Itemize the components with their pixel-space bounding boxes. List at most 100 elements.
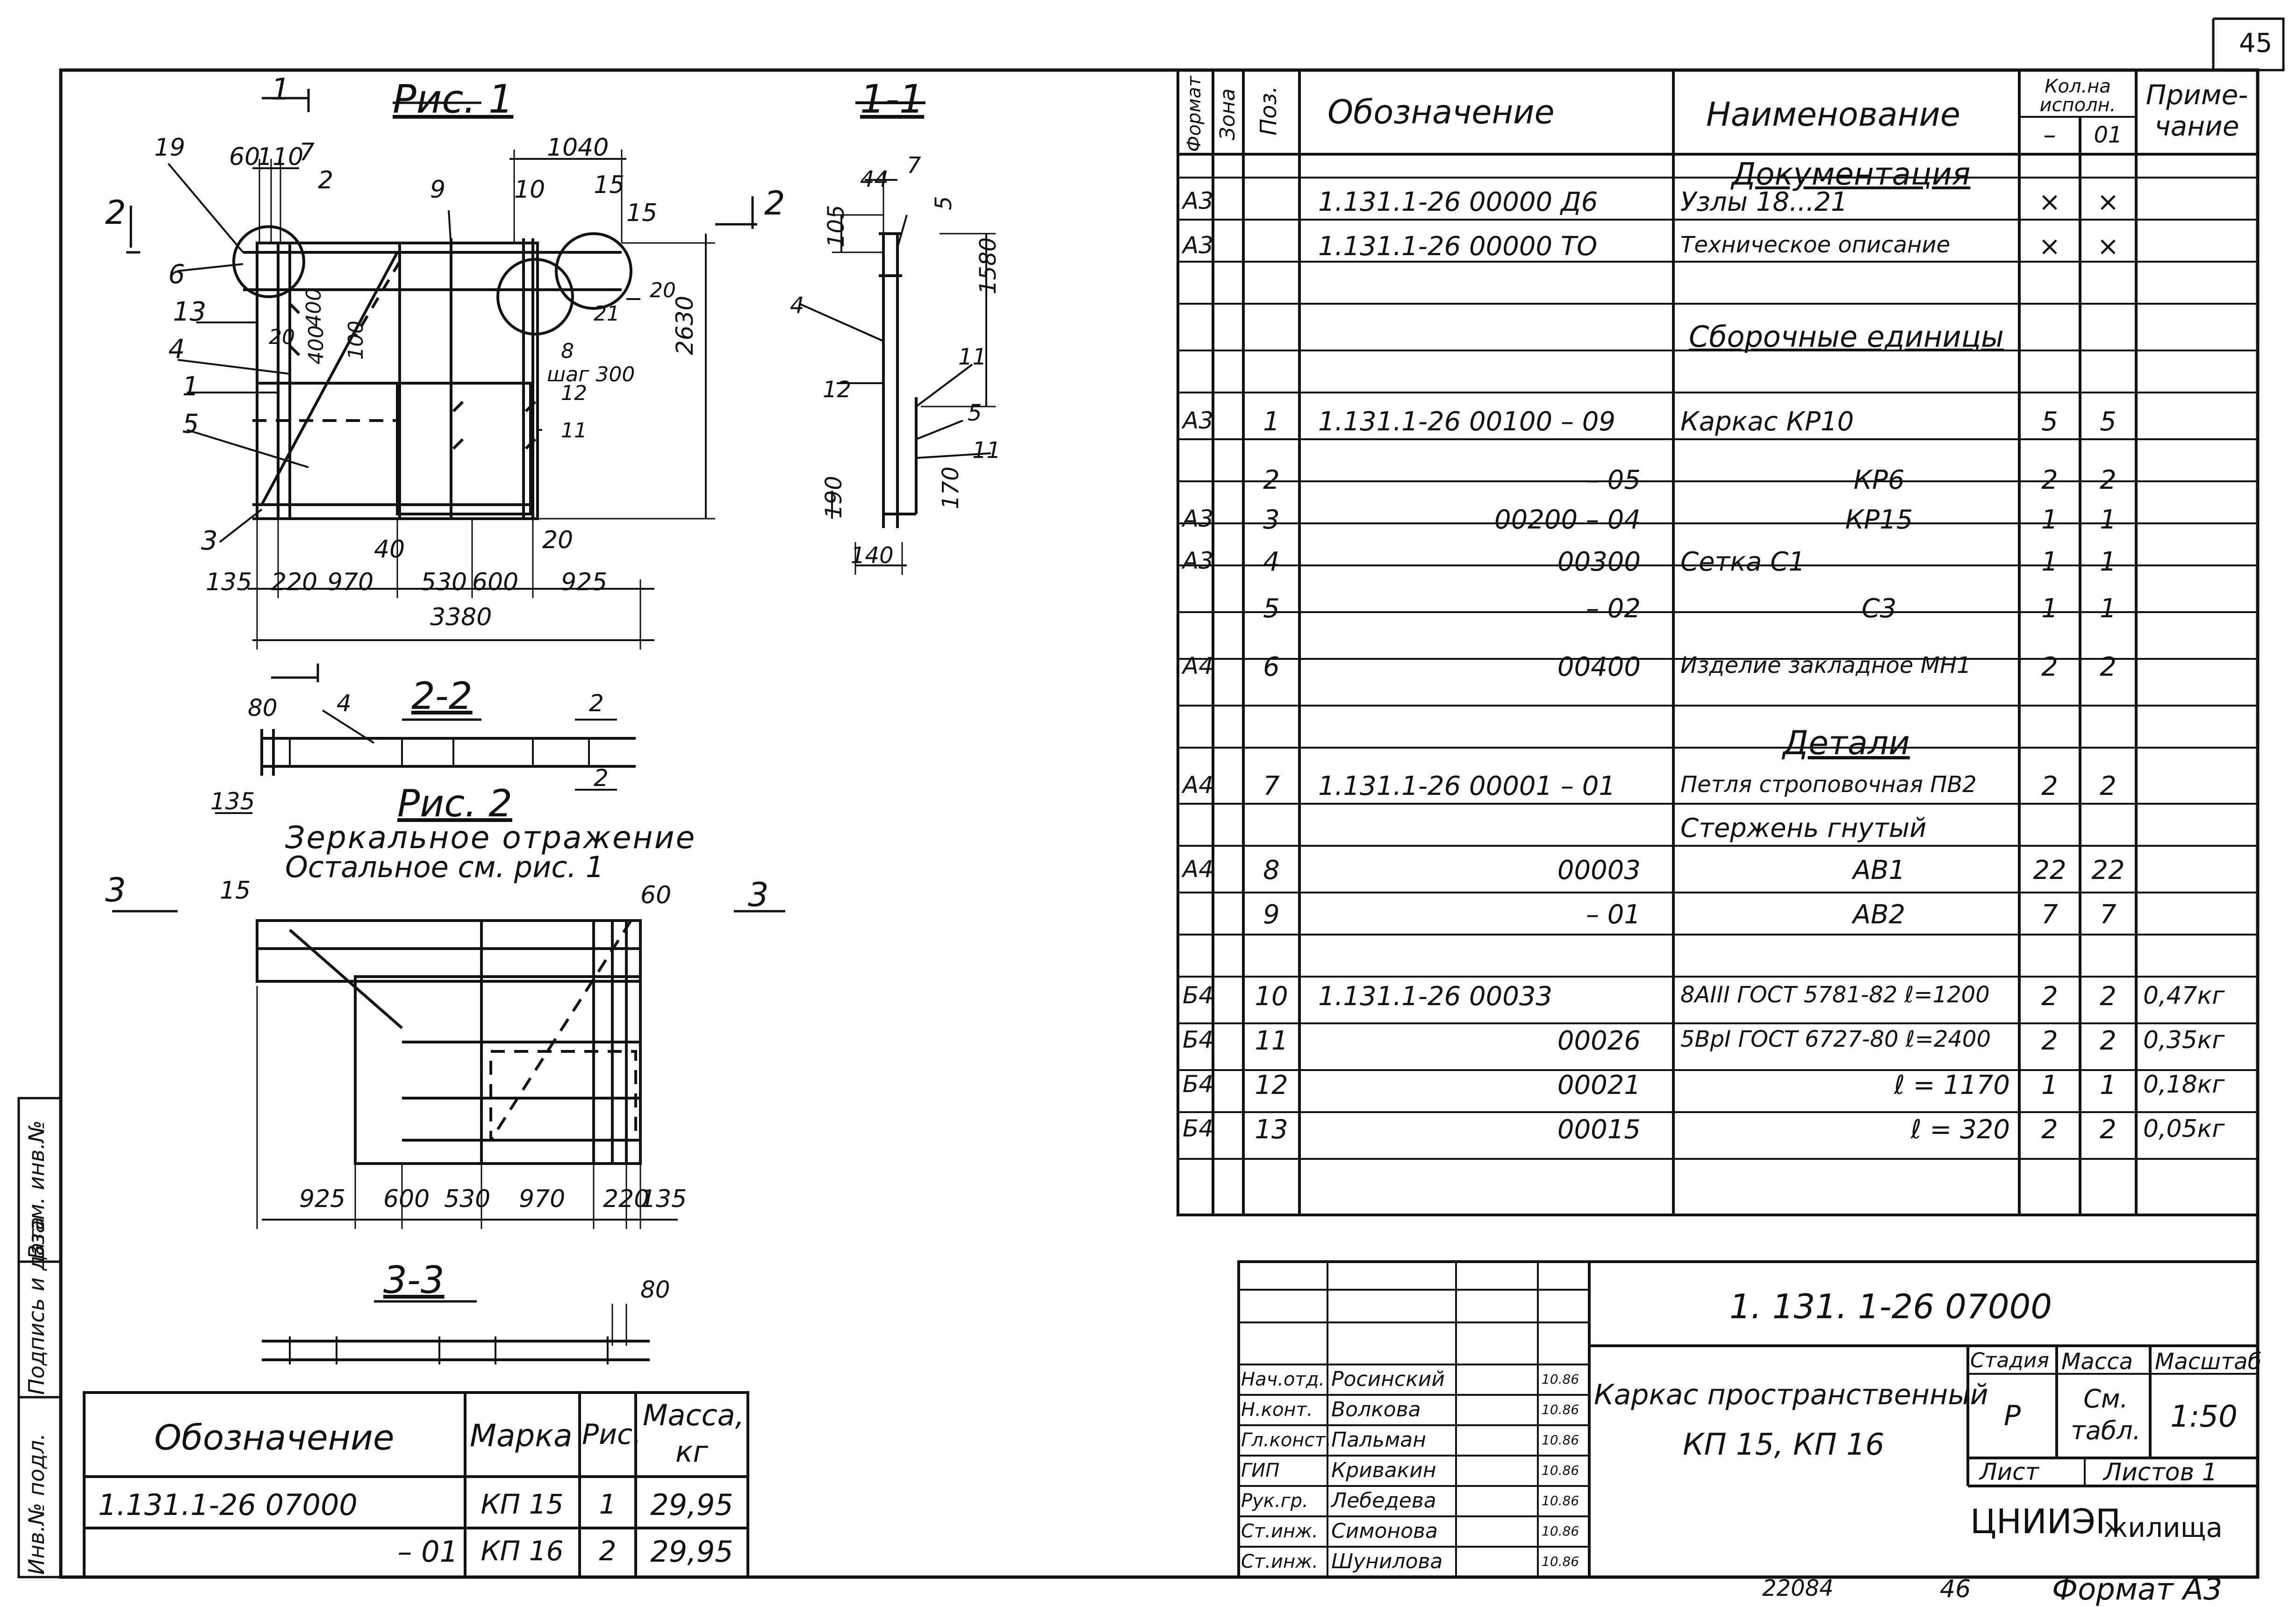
spec-cell-note: 0,18кг xyxy=(2143,1071,2225,1099)
cut-mark-3-left: 3 xyxy=(105,871,126,909)
title-block-stage-header: Стадия xyxy=(1970,1349,2049,1372)
fig1-dim-top: 110 xyxy=(257,143,304,171)
spec-cell-designation: – 05 xyxy=(1586,465,1641,495)
title-block-date: 10.86 xyxy=(1542,1493,1579,1508)
fig1-drawing xyxy=(126,89,757,650)
title-block-date: 10.86 xyxy=(1542,1402,1579,1417)
mirror-note-2: Остальное см. рис. 1 xyxy=(285,850,604,884)
spec-cell-qty-b: × xyxy=(2097,231,2119,262)
spec-cell-name: Петля строповочная ПВ2 xyxy=(1680,771,1977,798)
spec-cell-pos: 1 xyxy=(1263,407,1280,437)
section-1-1-drawing xyxy=(799,101,996,575)
section-1-1-dim: 12 xyxy=(823,377,852,403)
title-block-row-lines xyxy=(1239,1394,1589,1578)
title-block-title-1: Каркас пространственный xyxy=(1594,1378,1988,1411)
title-block-name: Кривакин xyxy=(1331,1458,1436,1482)
spec-cell-designation: 00021 xyxy=(1557,1070,1641,1100)
title-block-name: Пальман xyxy=(1331,1428,1427,1452)
fig2-dim: 970 xyxy=(519,1185,566,1213)
section-3-3-dim: 80 xyxy=(640,1276,670,1303)
title-block-date: 10.86 xyxy=(1542,1554,1579,1569)
sheet-code: 46 xyxy=(1940,1575,1971,1603)
fig2-dim: 925 xyxy=(299,1185,346,1213)
spec-cell-qty-b: 2 xyxy=(2100,981,2117,1012)
fig2-dim: 600 xyxy=(383,1185,430,1213)
spec-cell-qty-a: 2 xyxy=(2041,1114,2058,1145)
title-block-mass-header: Масса xyxy=(2061,1349,2133,1375)
fig2-dim: 60 xyxy=(640,881,672,909)
title-block-stage: Р xyxy=(2003,1400,2021,1432)
mass-cell-mass: 29,95 xyxy=(650,1535,733,1569)
spec-cell-pos: 3 xyxy=(1263,505,1280,535)
inventory-number: 22084 xyxy=(1762,1575,1834,1601)
spec-cell-pos: 10 xyxy=(1255,981,1288,1012)
spec-cell-pos: 9 xyxy=(1263,900,1280,930)
title-block-date: 10.86 xyxy=(1542,1432,1579,1448)
spec-cell-designation: 00003 xyxy=(1557,855,1641,886)
spec-cell-name: Изделие закладное МН1 xyxy=(1680,652,1971,679)
spec-cell-name: КР15 xyxy=(1845,505,1913,535)
spec-cell-qty-a: 7 xyxy=(2041,900,2058,930)
fig2-dim: 15 xyxy=(220,877,251,905)
sheet-number: 45 xyxy=(2239,28,2273,58)
spec-cell-pos: 4 xyxy=(1263,547,1280,577)
spec-cell-name: ℓ = 320 xyxy=(1910,1114,2010,1145)
section-2-2-title: 2-2 xyxy=(411,674,473,718)
fig1-dim-bottom: 530 xyxy=(421,568,467,596)
spec-cell-pos: 12 xyxy=(1255,1070,1288,1100)
section-2-2-drawing xyxy=(215,664,636,814)
section-2-2-dim: 4 xyxy=(337,690,352,717)
spec-cell-pos: 13 xyxy=(1255,1114,1288,1145)
title-block-role: Ст.инж. xyxy=(1241,1521,1318,1542)
fig1-label-left: 3 xyxy=(201,526,218,556)
title-block-role: Рук.гр. xyxy=(1241,1490,1308,1512)
spec-cell-pos: 5 xyxy=(1263,593,1280,624)
spec-cell-qty-a: 1 xyxy=(2041,505,2058,535)
spec-section-details: Детали xyxy=(1783,724,1910,762)
side-stamp-grid xyxy=(17,1097,62,1578)
cut-mark-1: 1 xyxy=(271,72,290,107)
spec-cell-designation: 00400 xyxy=(1557,652,1641,682)
cut-mark-3-right: 3 xyxy=(748,876,769,914)
section-2-2-dim: 2 xyxy=(589,690,604,717)
title-block-role: ГИП xyxy=(1241,1460,1280,1481)
spec-header-pos: Поз. xyxy=(1256,86,1282,136)
spec-cell-qty-b: 1 xyxy=(2100,1070,2117,1100)
spec-cell-name: Стержень гнутый xyxy=(1680,813,1927,843)
spec-cell-designation: 00200 – 04 xyxy=(1494,505,1641,535)
spec-cell-designation: 1.131.1-26 00033 xyxy=(1318,981,1553,1012)
spec-cell-designation: 1.131.1-26 00100 – 09 xyxy=(1318,407,1616,437)
fig1-label-left: 6 xyxy=(168,259,185,290)
fig1-dim-bottom: 970 xyxy=(327,568,374,596)
spec-cell-designation: 00015 xyxy=(1557,1114,1641,1145)
title-block-role: Гл.конст. xyxy=(1241,1429,1332,1451)
spec-cell-qty-a: 5 xyxy=(2041,407,2058,437)
spec-cell-pos: 6 xyxy=(1263,652,1280,682)
section-2-2-dim: 2 xyxy=(594,764,609,792)
fig1-label-left: 4 xyxy=(168,334,185,364)
fig1-dim-inner: 20 xyxy=(269,325,295,349)
fig1-dim-inner: шаг 300 xyxy=(547,363,635,386)
fig1-dim-inner: 400 xyxy=(302,288,326,327)
spec-cell-qty-b: 7 xyxy=(2100,900,2117,930)
spec-cell-designation: 1.131.1-26 00000 ТО xyxy=(1318,231,1598,262)
spec-section-assemblies: Сборочные единицы xyxy=(1688,320,2004,354)
mass-cell-fig: 1 xyxy=(599,1488,617,1520)
fig1-dim-bottom: 925 xyxy=(561,568,608,596)
spec-cell-qty-b: 1 xyxy=(2100,505,2117,535)
title-block-date: 10.86 xyxy=(1542,1523,1579,1539)
cut-mark-2-right: 2 xyxy=(764,184,785,222)
fig2-dim: 220 xyxy=(603,1185,650,1213)
mass-cell-mark: КП 16 xyxy=(481,1535,564,1567)
fig1-dim-inner: 8 xyxy=(561,339,574,363)
spec-cell-format: А4 xyxy=(1183,652,1214,679)
fig1-dim-inner: 12 xyxy=(561,381,587,405)
spec-cell-format: А3 xyxy=(1183,547,1214,574)
section-1-1-dim: 190 xyxy=(821,476,847,519)
side-stamp-replace: Взам. инв.№ xyxy=(24,1120,49,1259)
title-block-date: 10.86 xyxy=(1542,1463,1579,1478)
fig2-drawing xyxy=(112,910,785,1229)
fig1-dim-top: 9 xyxy=(430,176,446,204)
spec-cell-format: А3 xyxy=(1183,505,1214,532)
mass-header-fig: Рис. xyxy=(582,1418,642,1451)
